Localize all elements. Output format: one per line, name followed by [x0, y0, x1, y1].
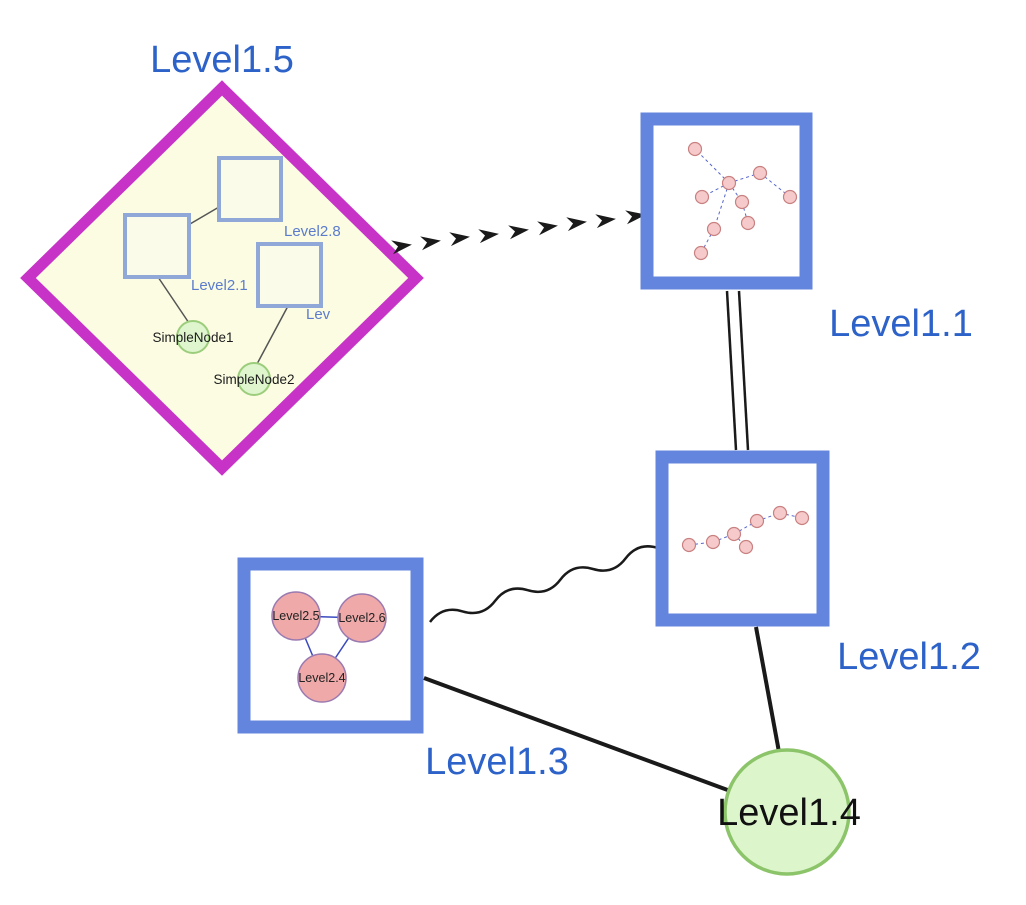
node-level2-5[interactable]: [271, 591, 321, 641]
node-level1-3: Level2.5 Level2.6 Level2.4: [237, 557, 424, 734]
node-level2-6-label: Level2.6: [338, 611, 385, 625]
edge-level1-1-to-level1-2[interactable]: [725, 290, 750, 451]
mini-node[interactable]: [738, 539, 754, 555]
level1-1-subgraph: [687, 141, 798, 261]
mini-node[interactable]: [726, 526, 742, 542]
node-lev[interactable]: [256, 242, 323, 308]
node-simplenode1-label: SimpleNode1: [152, 330, 233, 345]
node-simplenode2-label: SimpleNode2: [213, 372, 294, 387]
mini-node[interactable]: [772, 505, 788, 521]
edge-lev-simplenode2[interactable]: [256, 305, 289, 365]
mini-node[interactable]: [693, 245, 709, 261]
level1-2-subgraph: [681, 505, 810, 555]
mini-node[interactable]: [706, 221, 722, 237]
mini-edge[interactable]: [700, 228, 715, 254]
edge-level2-8-level2-1[interactable]: [189, 206, 220, 225]
mini-node[interactable]: [681, 537, 697, 553]
mini-edge[interactable]: [733, 520, 758, 535]
edge-level1-5-to-level1-1[interactable]: [391, 210, 646, 255]
node-level1-4[interactable]: [723, 748, 851, 876]
mini-edge[interactable]: [694, 148, 730, 184]
mini-node[interactable]: [694, 189, 710, 205]
edge-level1-3-to-level1-2[interactable]: [429, 545, 659, 623]
mini-node[interactable]: [752, 165, 768, 181]
node-level2-5-label: Level2.5: [272, 609, 319, 623]
node-simplenode1[interactable]: [176, 320, 210, 354]
node-level1-2: [655, 450, 830, 627]
double-line-right[interactable]: [737, 290, 750, 451]
node-level1-1-label: Level1.1: [829, 303, 973, 345]
node-level1-5-label: Level1.5: [150, 39, 294, 81]
mini-node[interactable]: [705, 534, 721, 550]
mini-node[interactable]: [782, 189, 798, 205]
node-level2-6[interactable]: [337, 593, 387, 643]
level1-3-box[interactable]: [237, 557, 424, 734]
node-level1-5: Level2.8 Level2.1 Lev SimpleNode1 Simple…: [20, 80, 424, 476]
edge-level1-3-to-level1-4[interactable]: [423, 676, 734, 794]
mini-node[interactable]: [687, 141, 703, 157]
mini-node[interactable]: [794, 510, 810, 526]
node-level2-1-label: Level2.1: [191, 277, 248, 294]
edge-level2-1-simplenode1[interactable]: [157, 276, 190, 324]
node-level1-1: [640, 112, 813, 290]
node-level2-1[interactable]: [123, 213, 191, 279]
mini-node[interactable]: [734, 194, 750, 210]
edge-level1-2-to-level1-4[interactable]: [754, 626, 781, 753]
node-level2-4[interactable]: [297, 653, 347, 703]
node-level1-4-label: Level1.4: [717, 792, 861, 834]
node-level2-4-label: Level2.4: [298, 671, 345, 685]
node-lev-label: Lev: [306, 306, 331, 323]
node-level2-8[interactable]: [217, 156, 283, 222]
mini-edge[interactable]: [713, 182, 730, 230]
node-level2-8-label: Level2.8: [284, 223, 341, 240]
mini-node[interactable]: [740, 215, 756, 231]
node-level1-3-label: Level1.3: [425, 741, 569, 783]
mini-node[interactable]: [749, 513, 765, 529]
level1-5-diamond-shape[interactable]: [20, 80, 424, 476]
node-level1-2-label: Level1.2: [837, 636, 981, 678]
mini-node[interactable]: [721, 175, 737, 191]
double-line-left[interactable]: [725, 290, 738, 451]
node-simplenode2[interactable]: [237, 362, 271, 396]
level1-1-box[interactable]: [640, 112, 813, 290]
